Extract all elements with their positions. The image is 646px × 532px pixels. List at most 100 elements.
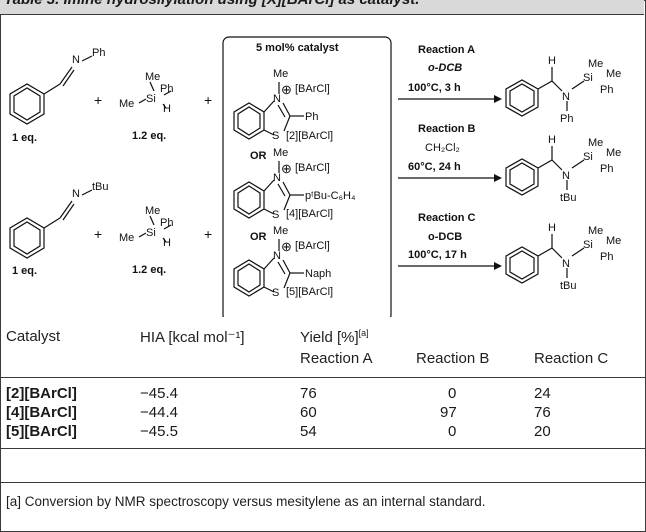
- reaction-b-conditions: 60°C, 24 h: [408, 161, 461, 173]
- row-3-reaction-c: 20: [534, 423, 551, 440]
- table-title: Table 3. Imine hydrosilylation using [X]…: [4, 0, 419, 8]
- table-bottom-rule: [1, 448, 645, 449]
- table-header-rule: [1, 377, 645, 378]
- footnote-rule: [1, 482, 645, 483]
- cat4-substituent: pᵗBu-C₆H₄: [305, 190, 356, 202]
- product-c-n-substituent: tBu: [560, 280, 577, 292]
- cat5-anion: [BArCl]: [295, 240, 330, 252]
- cat5-label: [5][BArCl]: [286, 286, 333, 298]
- reaction-b-name: Reaction B: [418, 123, 476, 135]
- silane-1-eq: 1.2 eq.: [132, 130, 166, 142]
- product-b-me1: Me: [588, 137, 603, 149]
- silane-2-eq: 1.2 eq.: [132, 264, 166, 276]
- imine-1-eq: 1 eq.: [12, 132, 37, 144]
- cat5-me: Me: [273, 225, 288, 237]
- silane-2-si: Si: [146, 227, 156, 239]
- product-c-h: H: [548, 222, 556, 234]
- cat2-n: N: [273, 93, 281, 105]
- header-yield-footnote-mark: [a]: [358, 328, 369, 338]
- or-2: OR: [250, 231, 267, 243]
- table-footnote: [a] Conversion by NMR spectroscopy versu…: [6, 494, 486, 509]
- silane-1-me2: Me: [119, 98, 134, 110]
- cat4-label: [4][BArCl]: [286, 208, 333, 220]
- product-a-me1: Me: [588, 58, 603, 70]
- row-3-reaction-b: 0: [448, 423, 457, 440]
- cat4-charge: ⊕: [281, 161, 292, 176]
- row-1-reaction-c: 24: [534, 385, 551, 402]
- reaction-c-name: Reaction C: [418, 212, 476, 224]
- imine-1-substituent: Ph: [92, 47, 105, 59]
- silane-2-me2: Me: [119, 232, 134, 244]
- cat2-s: S: [272, 130, 279, 142]
- arrowhead-c: [494, 262, 502, 270]
- imine-2-n: N: [72, 188, 80, 200]
- product-a-si: Si: [583, 72, 593, 84]
- product-b-si: Si: [583, 151, 593, 163]
- reaction-a-conditions: 100°C, 3 h: [408, 82, 461, 94]
- cat5-substituent: Naph: [305, 268, 331, 280]
- reaction-c-solvent: o-DCB: [428, 231, 462, 243]
- imine-2-eq: 1 eq.: [12, 265, 37, 277]
- product-c-me2: Me: [606, 235, 621, 247]
- cat2-anion: [BArCl]: [295, 83, 330, 95]
- silane-2-h: H: [163, 237, 171, 249]
- row-3-reaction-a: 54: [300, 423, 317, 440]
- silane-2-structure: [138, 215, 172, 243]
- silane-1-structure: [138, 81, 172, 109]
- product-a-me2: Me: [606, 68, 621, 80]
- product-b-h: H: [548, 134, 556, 146]
- product-b-n: N: [562, 170, 570, 182]
- product-a-n-substituent: Ph: [560, 113, 573, 125]
- silane-1-ph: Ph: [160, 83, 173, 95]
- silane-2-ph: Ph: [160, 217, 173, 229]
- silane-1-h: H: [163, 103, 171, 115]
- cat4-anion: [BArCl]: [295, 162, 330, 174]
- row-3-hia: −45.5: [140, 423, 178, 440]
- product-a-h: H: [548, 55, 556, 67]
- silane-1-me: Me: [145, 71, 160, 83]
- table-title-bar: Table 3. Imine hydrosilylation using [X]…: [0, 0, 644, 15]
- row-1-hia: −45.4: [140, 385, 178, 402]
- row-1-catalyst: [2][BArCl]: [6, 385, 77, 402]
- catalyst-5-structure: [233, 239, 304, 297]
- arrowhead-b: [494, 174, 502, 182]
- cat2-me: Me: [273, 68, 288, 80]
- arrowhead-a: [494, 95, 502, 103]
- product-c-n: N: [562, 258, 570, 270]
- product-a-structure: [505, 67, 585, 117]
- product-c-me1: Me: [588, 225, 603, 237]
- imine-1-n: N: [72, 54, 80, 66]
- reaction-a-name: Reaction A: [418, 44, 475, 56]
- cat5-charge: ⊕: [281, 239, 292, 254]
- row-1-reaction-a: 76: [300, 385, 317, 402]
- row-2-reaction-a: 60: [300, 404, 317, 421]
- header-catalyst: Catalyst: [6, 328, 61, 345]
- catalyst-4-structure: [233, 161, 304, 219]
- row-2-reaction-b: 97: [440, 404, 457, 421]
- product-a-n: N: [562, 91, 570, 103]
- silane-2-me: Me: [145, 205, 160, 217]
- imine-2-structure: [9, 189, 93, 259]
- product-b-ph: Ph: [600, 163, 613, 175]
- plus-3: +: [94, 226, 102, 242]
- reaction-b-solvent: CH₂Cl₂: [425, 142, 460, 154]
- catalyst-2-structure: [233, 82, 304, 140]
- cat4-n: N: [273, 172, 281, 184]
- cat4-s: S: [272, 209, 279, 221]
- cat4-me: Me: [273, 147, 288, 159]
- header-reaction-c: Reaction C: [534, 350, 609, 367]
- imine-2-substituent: tBu: [92, 181, 109, 193]
- header-reaction-a: Reaction A: [300, 350, 373, 367]
- row-2-catalyst: [4][BArCl]: [6, 404, 77, 421]
- product-b-n-substituent: tBu: [560, 192, 577, 204]
- plus-1: +: [94, 92, 102, 108]
- cat2-substituent: Ph: [305, 111, 318, 123]
- header-reaction-b: Reaction B: [416, 350, 490, 367]
- row-3-catalyst: [5][BArCl]: [6, 423, 77, 440]
- or-1: OR: [250, 150, 267, 162]
- product-b-me2: Me: [606, 147, 621, 159]
- product-c-si: Si: [583, 239, 593, 251]
- cat2-label: [2][BArCl]: [286, 130, 333, 142]
- product-c-ph: Ph: [600, 251, 613, 263]
- cat2-charge: ⊕: [281, 82, 292, 97]
